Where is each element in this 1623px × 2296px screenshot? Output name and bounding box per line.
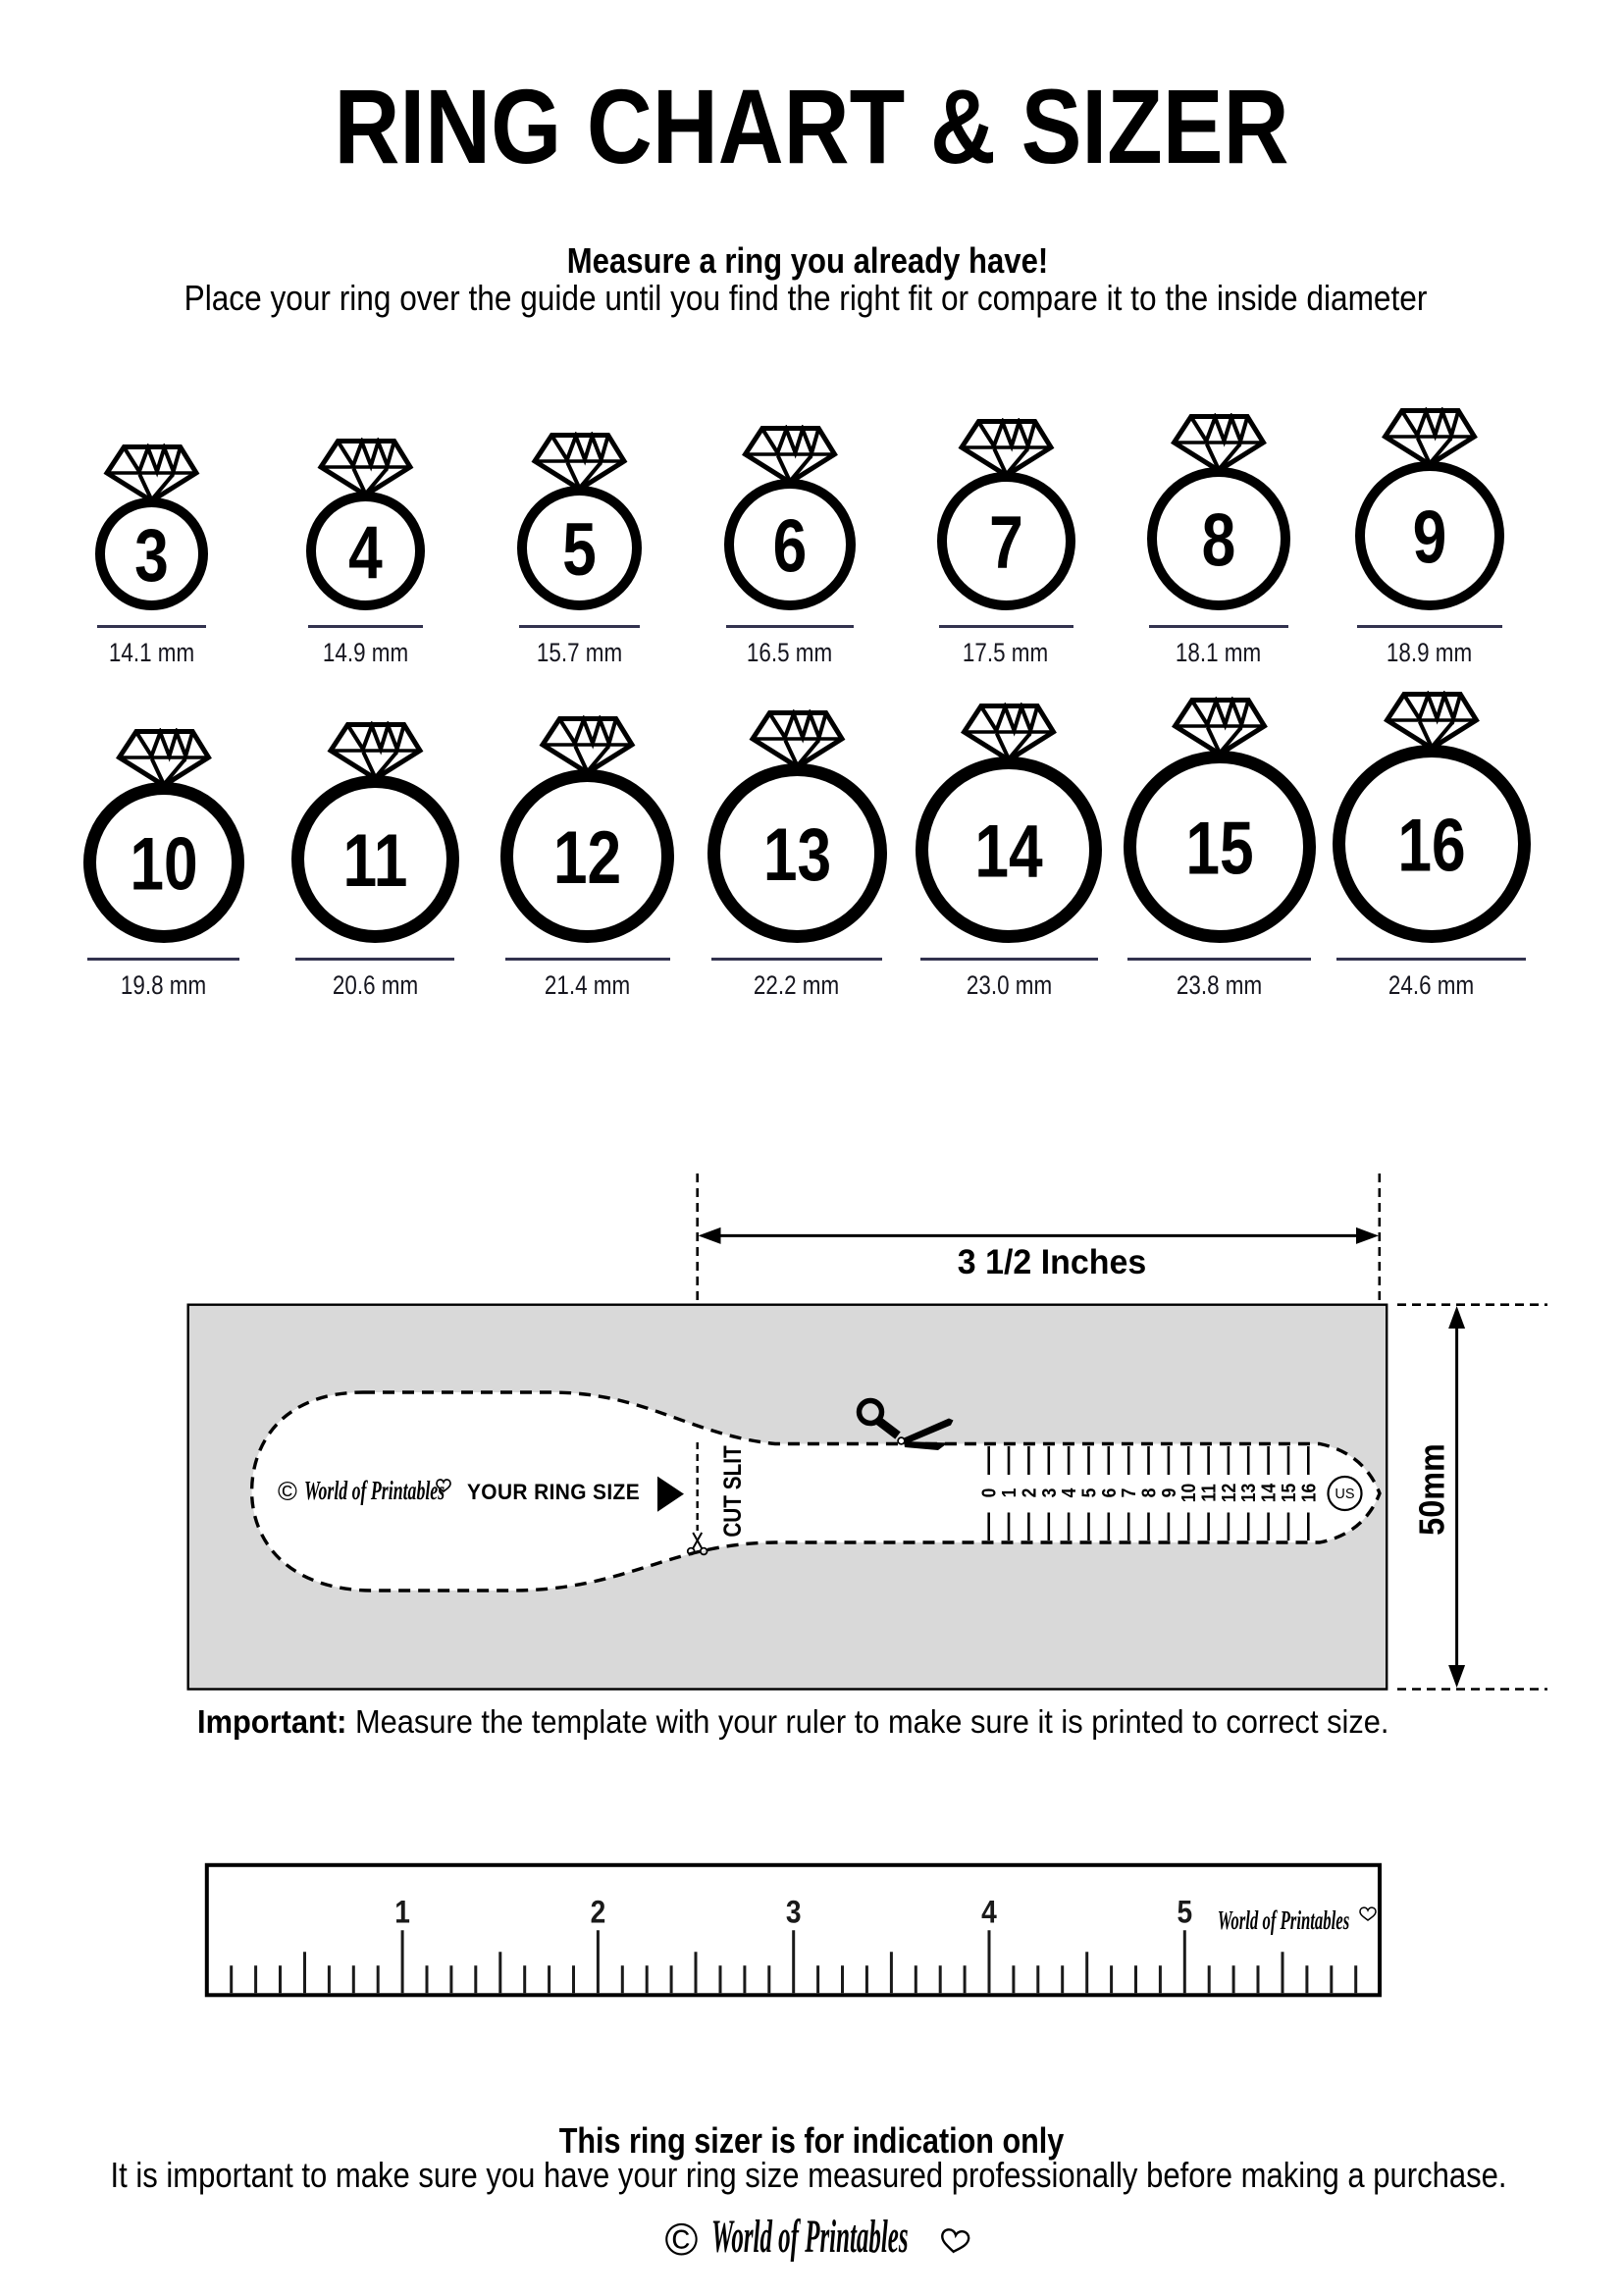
svg-text:11: 11 [342,818,407,902]
svg-text:4: 4 [981,1896,997,1930]
svg-text:World of Printables: World of Printables [304,1476,445,1505]
svg-text:4: 4 [1058,1487,1079,1497]
svg-text:10: 10 [1178,1484,1199,1503]
svg-text:2: 2 [1018,1488,1039,1498]
svg-text:9: 9 [1413,495,1447,578]
svg-text:13: 13 [762,812,830,896]
svg-text:0: 0 [978,1488,1000,1498]
svg-text:©: © [665,2214,699,2265]
svg-text:YOUR RING SIZE: YOUR RING SIZE [467,1479,640,1504]
svg-text:3: 3 [134,513,169,597]
svg-text:12: 12 [1218,1484,1239,1503]
svg-text:World of Printables: World of Printables [1218,1905,1350,1935]
svg-text:1: 1 [394,1896,410,1930]
svg-text:7: 7 [989,500,1023,584]
svg-text:CUT SLIT: CUT SLIT [718,1445,746,1537]
svg-text:World of Printables: World of Printables [711,2212,909,2264]
svg-text:15: 15 [1278,1484,1299,1503]
svg-text:1: 1 [998,1488,1020,1498]
svg-text:11: 11 [1198,1484,1220,1502]
svg-text:US: US [1335,1487,1354,1502]
svg-text:3: 3 [786,1896,802,1930]
svg-text:50mm: 50mm [1413,1443,1452,1536]
svg-text:8: 8 [1137,1488,1159,1498]
svg-text:3 1/2 Inches: 3 1/2 Inches [958,1244,1146,1282]
svg-text:15: 15 [1185,806,1253,889]
svg-text:8: 8 [1201,497,1235,581]
svg-text:16: 16 [1297,1484,1319,1503]
svg-text:6: 6 [772,503,807,587]
svg-text:5: 5 [1077,1488,1099,1498]
svg-text:5: 5 [562,507,597,591]
svg-text:©: © [278,1477,297,1506]
svg-text:12: 12 [553,815,621,899]
svg-text:6: 6 [1098,1488,1120,1498]
svg-text:14: 14 [975,809,1044,892]
svg-text:5: 5 [1177,1896,1192,1930]
svg-text:2: 2 [591,1896,606,1930]
svg-text:3: 3 [1038,1488,1060,1498]
svg-text:14: 14 [1258,1483,1280,1502]
svg-text:7: 7 [1118,1488,1139,1498]
svg-text:9: 9 [1158,1488,1179,1498]
svg-text:13: 13 [1237,1484,1259,1503]
svg-text:10: 10 [130,821,197,905]
svg-text:4: 4 [348,510,383,594]
svg-text:16: 16 [1397,803,1465,886]
